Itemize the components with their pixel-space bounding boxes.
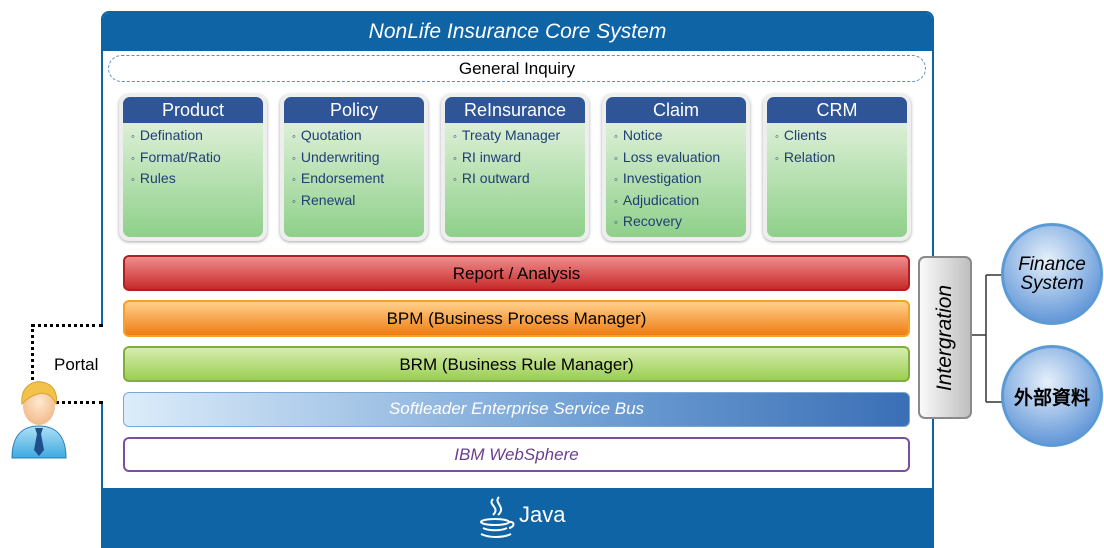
module-crm: CRM Clients Relation [763, 94, 911, 241]
report-analysis-layer: Report / Analysis [123, 255, 910, 291]
module-item: Loss evaluation [614, 148, 746, 170]
module-claim: Claim Notice Loss evaluation Investigati… [602, 94, 750, 241]
module-item: Treaty Manager [453, 126, 585, 148]
user-avatar-icon [11, 381, 67, 459]
module-title: Policy [284, 97, 424, 123]
portal-label: Portal [54, 355, 99, 374]
module-items: Notice Loss evaluation Investigation Adj… [606, 123, 746, 237]
module-item: Format/Ratio [131, 148, 263, 170]
module-item: Underwriting [292, 148, 424, 170]
module-items: Quotation Underwriting Endorsement Renew… [284, 123, 424, 237]
module-title: Product [123, 97, 263, 123]
module-item: Adjudication [614, 191, 746, 213]
module-items: Clients Relation [767, 123, 907, 237]
module-reinsurance: ReInsurance Treaty Manager RI inward RI … [441, 94, 589, 241]
module-title: ReInsurance [445, 97, 585, 123]
integration-connectors [972, 274, 1002, 403]
ibm-websphere-layer: IBM WebSphere [123, 437, 910, 472]
module-item: RI inward [453, 148, 585, 170]
module-item: RI outward [453, 169, 585, 191]
bpm-layer: BPM (Business Process Manager) [123, 300, 910, 337]
platform-label: Java [519, 502, 566, 527]
java-cup-icon [480, 496, 515, 538]
module-item: Investigation [614, 169, 746, 191]
integration-label: Intergration [933, 284, 956, 391]
module-item: Clients [775, 126, 907, 148]
general-inquiry: General Inquiry [108, 55, 926, 82]
module-title: CRM [767, 97, 907, 123]
module-item: Defination [131, 126, 263, 148]
integration-box: Intergration [918, 256, 972, 419]
module-product: Product Defination Format/Ratio Rules [119, 94, 267, 241]
module-items: Treaty Manager RI inward RI outward [445, 123, 585, 237]
brm-layer: BRM (Business Rule Manager) [123, 346, 910, 382]
system-title: NonLife Insurance Core System [103, 13, 932, 51]
module-policy: Policy Quotation Underwriting Endorsemen… [280, 94, 428, 241]
module-item: Endorsement [292, 169, 424, 191]
external-data-node: 外部資料 [1001, 345, 1103, 447]
finance-system-label: Finance System [1018, 254, 1086, 294]
external-data-label: 外部資料 [1013, 387, 1090, 409]
module-item: Relation [775, 148, 907, 170]
module-item: Recovery [614, 212, 746, 234]
module-title: Claim [606, 97, 746, 123]
module-items: Defination Format/Ratio Rules [123, 123, 263, 237]
module-item: Notice [614, 126, 746, 148]
module-item: Rules [131, 169, 263, 191]
finance-system-node: Finance System [1001, 223, 1103, 325]
module-item: Quotation [292, 126, 424, 148]
java-platform-bar: Java [103, 488, 932, 546]
module-item: Renewal [292, 191, 424, 213]
esb-layer: Softleader Enterprise Service Bus [123, 392, 910, 427]
